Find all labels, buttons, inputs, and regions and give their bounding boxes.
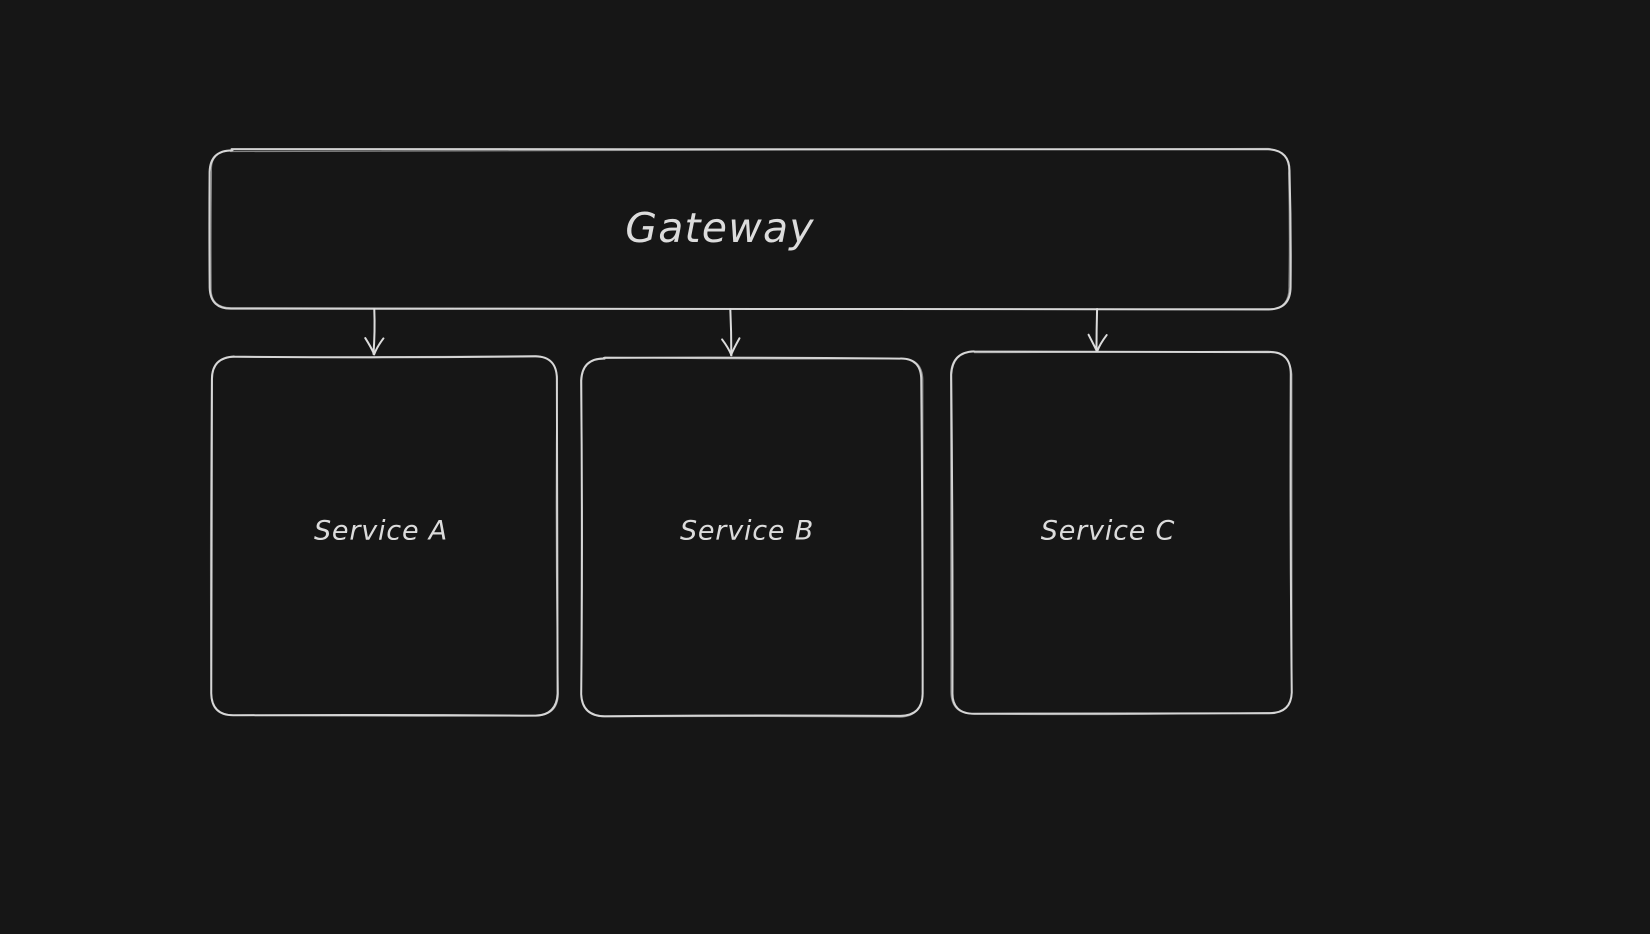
node-outline-gateway-pass2 xyxy=(210,147,1291,311)
node-label-service-a: Service A xyxy=(313,515,449,547)
node-label-service-b: Service B xyxy=(679,515,815,547)
node-gateway[interactable] xyxy=(210,150,1290,309)
edge-shaft-gateway-to-service-c xyxy=(1095,308,1099,352)
node-label-service-c: Service C xyxy=(1040,515,1176,547)
edge-arrowhead-gateway-to-service-b xyxy=(721,337,741,357)
node-outline-service-b-pass2 xyxy=(580,356,924,718)
edge-gateway-to-service-a[interactable] xyxy=(362,309,386,355)
edge-shaft-gateway-to-service-a xyxy=(372,308,376,355)
edge-gateway-to-service-b[interactable] xyxy=(719,309,743,355)
node-outline-service-c-pass2 xyxy=(949,350,1293,716)
edge-gateway-to-service-c[interactable] xyxy=(1085,309,1109,355)
node-service-b[interactable] xyxy=(582,358,922,716)
edge-arrowhead-gateway-to-service-a xyxy=(364,337,385,356)
edge-shaft-gateway-to-service-b xyxy=(729,308,733,356)
node-service-a[interactable] xyxy=(212,357,557,715)
node-service-c[interactable] xyxy=(952,352,1291,714)
edge-arrowhead-gateway-to-service-c xyxy=(1087,333,1108,353)
node-label-gateway: Gateway xyxy=(625,204,815,252)
node-outline-service-a-pass2 xyxy=(209,355,559,717)
